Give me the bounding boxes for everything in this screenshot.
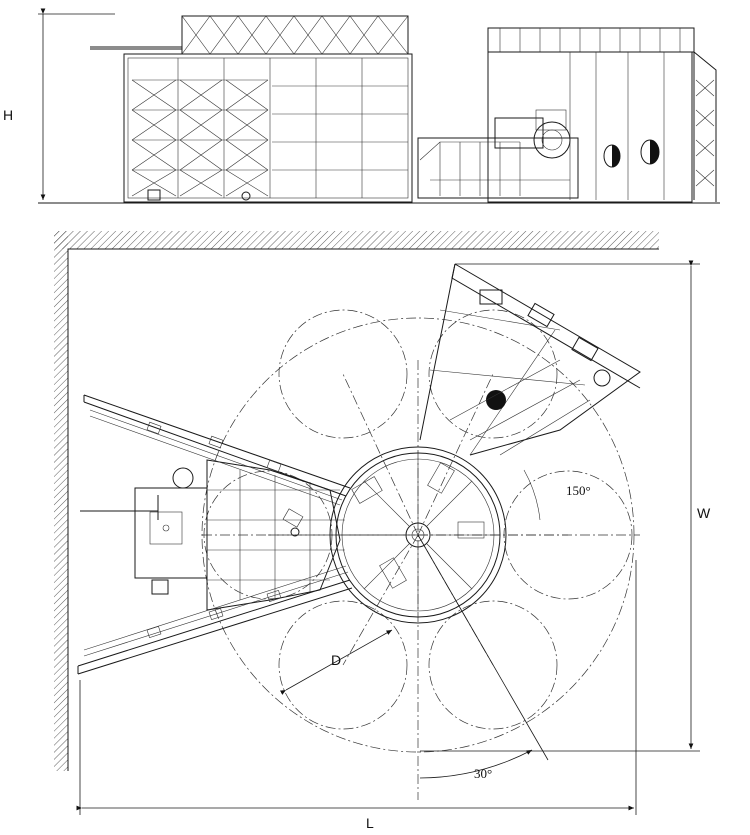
upper-left-rail <box>83 394 351 506</box>
angle-line-30 <box>417 534 549 761</box>
lower-left-rail <box>77 565 353 675</box>
height-dimension <box>38 8 115 200</box>
central-turntable <box>329 446 507 624</box>
diameter-label: D <box>331 652 341 668</box>
width-dimension <box>420 260 700 752</box>
length-dimension <box>76 560 637 815</box>
station-circle-4 <box>428 600 558 730</box>
right-booth <box>487 27 717 203</box>
wall-edge <box>67 248 659 771</box>
angle-arc-150 <box>523 469 541 521</box>
station-circle-1 <box>278 309 408 439</box>
width-label: W <box>697 505 711 521</box>
station-circle-5 <box>278 600 408 730</box>
plan-view <box>54 231 700 815</box>
elevation-view <box>38 8 720 204</box>
angle-label-30: 30° <box>474 766 492 781</box>
conveyor-elevation <box>417 109 579 199</box>
angle-arc-30 <box>419 749 533 779</box>
height-label: H <box>3 107 13 123</box>
wall-left <box>54 231 68 771</box>
upper-right-arm <box>419 263 641 456</box>
left-booth <box>90 15 413 203</box>
left-station <box>80 459 345 611</box>
station-circle-2 <box>428 309 558 439</box>
diameter-dimension <box>279 629 393 695</box>
length-label: L <box>366 815 374 831</box>
angle-label-150: 150° <box>566 483 591 498</box>
wall-top <box>54 231 659 249</box>
